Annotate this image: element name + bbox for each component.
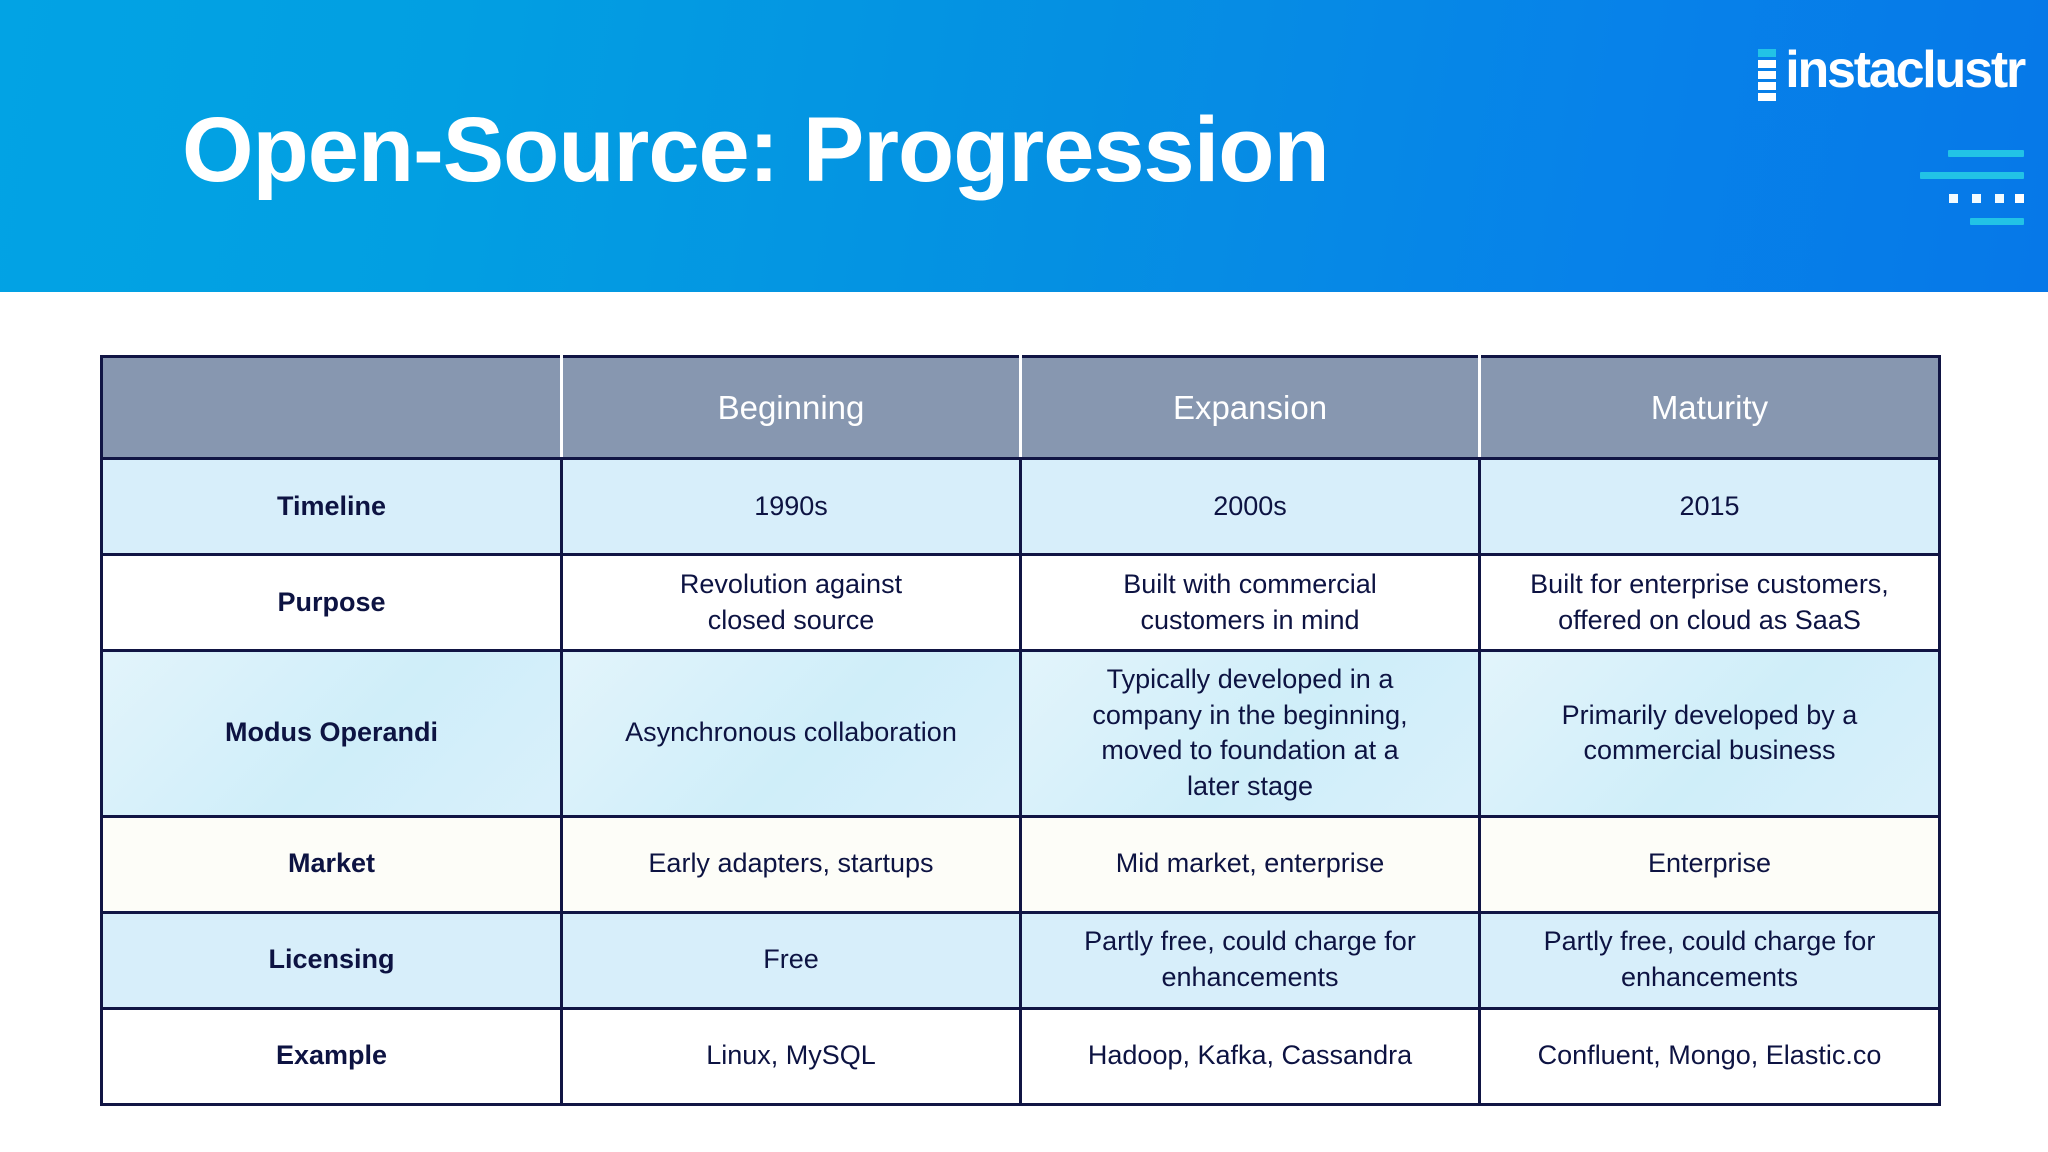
cell-timeline-beginning: 1990s: [560, 457, 1022, 556]
cell-modus-beginning: Asynchronous collaboration: [560, 649, 1022, 818]
table-row: Modus Operandi Asynchronous collaboratio…: [100, 649, 1941, 818]
cell-market-expansion: Mid market, enterprise: [1019, 814, 1481, 914]
cell-example-maturity: Confluent, Mongo, Elastic.co: [1478, 1006, 1941, 1106]
column-header-expansion: Expansion: [1019, 355, 1481, 460]
header-banner: Open-Source: Progression instaclustr: [0, 0, 2048, 292]
row-label-modus-operandi: Modus Operandi: [100, 649, 563, 818]
row-label-purpose: Purpose: [100, 553, 563, 652]
table-row: Licensing Free Partly free, could charge…: [100, 910, 1941, 1010]
progression-table-wrapper: Beginning Expansion Maturity Timeline 19…: [100, 355, 1941, 1106]
table-row: Example Linux, MySQL Hadoop, Kafka, Cass…: [100, 1006, 1941, 1106]
table-row: Timeline 1990s 2000s 2015: [100, 457, 1941, 556]
cell-purpose-maturity: Built for enterprise customers,offered o…: [1478, 553, 1941, 652]
cell-timeline-maturity: 2015: [1478, 457, 1941, 556]
row-label-timeline: Timeline: [100, 457, 563, 556]
open-source-progression-table: Beginning Expansion Maturity Timeline 19…: [100, 355, 1941, 1106]
column-header-blank: [100, 355, 563, 460]
cell-timeline-expansion: 2000s: [1019, 457, 1481, 556]
cell-market-beginning: Early adapters, startups: [560, 814, 1022, 914]
cell-example-expansion: Hadoop, Kafka, Cassandra: [1019, 1006, 1481, 1106]
table-header-row: Beginning Expansion Maturity: [100, 355, 1941, 460]
row-label-licensing: Licensing: [100, 910, 563, 1010]
row-label-example: Example: [100, 1006, 563, 1106]
row-label-market: Market: [100, 814, 563, 914]
column-header-maturity: Maturity: [1478, 355, 1941, 460]
logo-wordmark: instaclustr: [1785, 41, 2026, 99]
logo-i-glyph-icon: [1758, 48, 1777, 101]
decorative-lines-dots-icon: [1908, 150, 2024, 228]
cell-market-maturity: Enterprise: [1478, 814, 1941, 914]
cell-licensing-beginning: Free: [560, 910, 1022, 1010]
table-row: Market Early adapters, startups Mid mark…: [100, 814, 1941, 914]
page-title: Open-Source: Progression: [182, 99, 1330, 201]
cell-example-beginning: Linux, MySQL: [560, 1006, 1022, 1106]
instaclustr-logo: instaclustr: [1758, 41, 2026, 101]
column-header-beginning: Beginning: [560, 355, 1022, 460]
